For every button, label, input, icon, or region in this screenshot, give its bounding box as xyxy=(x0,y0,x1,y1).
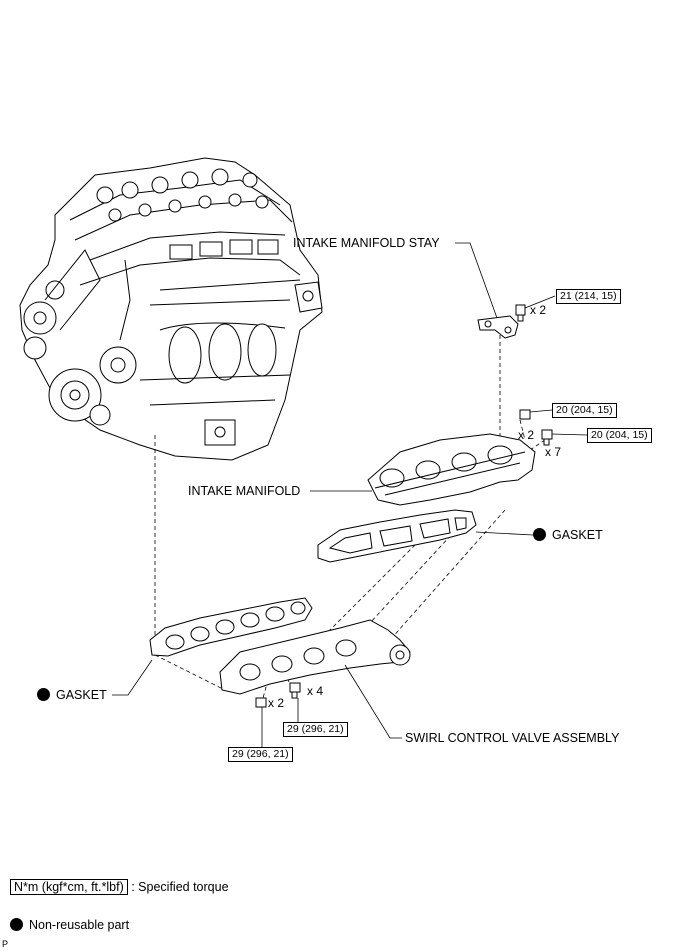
non-reusable-dot-icon xyxy=(10,918,23,931)
non-reusable-dot-icon xyxy=(533,528,546,541)
label-intake-manifold: INTAKE MANIFOLD xyxy=(188,484,301,498)
swirl-control-valve-assembly xyxy=(219,619,411,695)
lower-gasket xyxy=(149,597,313,657)
label-swirl-control-valve: SWIRL CONTROL VALVE ASSEMBLY xyxy=(405,731,620,745)
non-reusable-dot-icon xyxy=(37,688,50,701)
legend-torque-desc: : Specified torque xyxy=(131,880,229,894)
swirl-nut-icon xyxy=(255,697,267,708)
legend-nonreusable-text: Non-reusable part xyxy=(29,918,130,932)
figure-code: P xyxy=(2,939,9,949)
torque-stay-bolt: 21 (214, 15) xyxy=(556,289,621,304)
label-gasket-upper: GASKET xyxy=(533,528,603,542)
qty-stay-bolt: x 2 xyxy=(530,303,547,317)
legend-torque-unit: N*m (kgf*cm, ft.*lbf) xyxy=(10,879,128,895)
label-gasket-lower: GASKET xyxy=(37,688,107,702)
intake-manifold xyxy=(367,433,536,506)
torque-manifold-bolt: 20 (204, 15) xyxy=(587,428,652,443)
gasket-upper-text: GASKET xyxy=(552,528,603,542)
qty-swirl-bolt: x 4 xyxy=(307,684,324,698)
qty-manifold-bolt: x 7 xyxy=(545,445,562,459)
upper-gasket xyxy=(317,509,477,563)
swirl-bolt-icon xyxy=(289,682,301,699)
torque-swirl-bolt: 29 (296, 21) xyxy=(283,722,348,737)
manifold-nut-icon xyxy=(519,409,531,420)
intake-manifold-stay xyxy=(477,315,519,339)
torque-manifold-nut: 20 (204, 15) xyxy=(552,403,617,418)
engine-assembly-illustration xyxy=(19,157,323,461)
qty-manifold-nut: x 2 xyxy=(518,428,535,442)
legend-nonreusable: Non-reusable part xyxy=(10,917,129,933)
stay-bolt-icon xyxy=(515,304,526,322)
manifold-bolt-icon xyxy=(541,429,553,446)
legend-torque: N*m (kgf*cm, ft.*lbf) : Specified torque xyxy=(10,879,229,895)
torque-swirl-nut: 29 (296, 21) xyxy=(228,747,293,762)
leader-lines xyxy=(112,242,588,748)
gasket-lower-text: GASKET xyxy=(56,688,107,702)
qty-swirl-nut: x 2 xyxy=(268,696,285,710)
label-intake-manifold-stay: INTAKE MANIFOLD STAY xyxy=(293,236,440,250)
